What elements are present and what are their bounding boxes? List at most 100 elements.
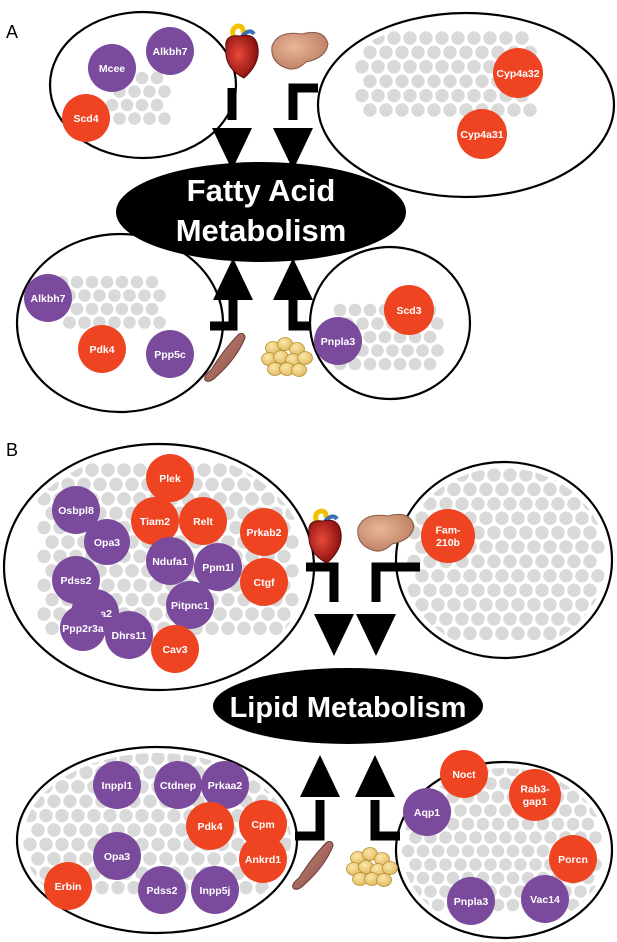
- gene-node: Cyp4a31: [457, 109, 507, 159]
- gene-label: Inppl1: [102, 780, 133, 792]
- adipose-icon: [346, 847, 398, 887]
- gene-node: Opa3: [84, 519, 130, 565]
- gene-node: Cav3: [151, 625, 199, 673]
- center-node: Lipid Metabolism: [213, 668, 483, 744]
- gene-node: Relt: [179, 497, 227, 545]
- gene-node: Ctdnep: [154, 761, 202, 809]
- gene-label: Pitpnc1: [171, 600, 209, 612]
- gene-label: Ankrd1: [245, 854, 281, 866]
- gene-node: Pnpla3: [447, 877, 495, 925]
- gene-label: Erbin: [55, 881, 82, 893]
- gene-label: Pdk4: [197, 821, 222, 833]
- gene-node: Alkbh7: [24, 274, 72, 322]
- arrowhead: [273, 128, 313, 170]
- gene-label: Alkbh7: [30, 293, 65, 305]
- gene-label: Tiam2: [140, 516, 170, 528]
- gene-node: Rab3-gap1: [509, 769, 561, 821]
- gene-node: Ppm1l: [194, 543, 242, 591]
- gene-node: Tiam2: [131, 497, 179, 545]
- gene-node: Plek: [146, 454, 194, 502]
- gene-label: Scd3: [396, 305, 421, 317]
- muscle-icon: [292, 841, 334, 890]
- arrowhead: [314, 614, 354, 656]
- adipose-icon: [261, 337, 313, 377]
- gene-label: Pnpla3: [454, 896, 489, 908]
- gene-node: Pdk4: [78, 325, 126, 373]
- gene-label: Vac14: [530, 894, 560, 906]
- gene-node: Ndufa1: [146, 537, 194, 585]
- gene-label: Ctgf: [254, 577, 275, 589]
- gene-label: Ppp5c: [154, 349, 186, 361]
- muscle-icon: [204, 333, 246, 382]
- gene-node: Dhrs11: [105, 611, 153, 659]
- gene-label: Pdss2: [147, 885, 178, 897]
- gene-label: Ppm1l: [202, 562, 234, 574]
- gene-label: Ctdnep: [160, 780, 196, 792]
- gene-label: Plek: [159, 473, 181, 485]
- gene-label: Opa3: [94, 537, 120, 549]
- heart-icon: [225, 23, 259, 79]
- gene-node: Opa3: [93, 832, 141, 880]
- gene-node: Prkab2: [240, 508, 288, 556]
- gene-node: Prkaa2: [201, 761, 249, 809]
- gene-label: Aqp1: [414, 807, 440, 819]
- liver-icon: [271, 31, 329, 70]
- gene-label: Relt: [193, 516, 213, 528]
- gene-label: gap1: [523, 796, 548, 808]
- arrowhead: [213, 258, 253, 300]
- gene-node: Inppl1: [93, 761, 141, 809]
- gene-label: Mcee: [99, 63, 125, 75]
- gene-label: Prkab2: [246, 527, 281, 539]
- gene-label: Cyp4a32: [496, 68, 539, 80]
- gene-node: Ppp2r3a: [60, 605, 106, 651]
- gene-node: Cyp4a32: [493, 48, 543, 98]
- heart-icon: [308, 508, 342, 564]
- center-label: Fatty Acid: [187, 173, 336, 208]
- gene-node: Pdk4: [186, 802, 234, 850]
- liver-icon: [357, 513, 415, 552]
- gene-node: Scd4: [62, 94, 110, 142]
- gene-label: Pdk4: [89, 344, 114, 356]
- gene-label: Osbpl8: [58, 505, 94, 517]
- gene-label: Pdss2: [61, 575, 92, 587]
- connector-arrows: [295, 562, 420, 841]
- gene-label: Noct: [452, 769, 476, 781]
- center-label: Lipid Metabolism: [230, 692, 467, 724]
- gene-node: Osbpl8: [52, 486, 100, 534]
- gene-node: Vac14: [521, 875, 569, 923]
- gene-label: Inpp5j: [200, 885, 231, 897]
- gene-label: Rab3-: [520, 784, 550, 796]
- gene-label: Porcn: [558, 854, 588, 866]
- gene-node: Aqp1: [403, 788, 451, 836]
- gene-node: Pdss2: [138, 866, 186, 914]
- arrowhead: [273, 258, 313, 300]
- gene-node: Fam-210b: [421, 509, 475, 563]
- arrowhead: [355, 755, 395, 797]
- gene-node: Mcee: [88, 44, 136, 92]
- arrowhead: [356, 614, 396, 656]
- gene-label: Dhrs11: [111, 630, 146, 642]
- connector-arrows: [210, 83, 318, 331]
- gene-label: Cyp4a31: [460, 129, 503, 141]
- gene-node: Noct: [440, 750, 488, 798]
- center-label: Metabolism: [176, 213, 347, 248]
- gene-node: Porcn: [549, 835, 597, 883]
- gene-label: Alkbh7: [152, 46, 187, 58]
- gene-label: Cpm: [251, 819, 274, 831]
- panel-label-b: B: [6, 440, 19, 460]
- gene-label: Prkaa2: [208, 780, 243, 792]
- gene-label: Ppp2r3a: [62, 623, 104, 635]
- gene-node: Ankrd1: [239, 835, 287, 883]
- gene-node: Pitpnc1: [166, 581, 214, 629]
- gene-label: 210b: [436, 537, 460, 549]
- gene-node: Ctgf: [240, 558, 288, 606]
- gene-label: Ndufa1: [152, 556, 188, 568]
- gene-node: Cpm: [239, 800, 287, 848]
- gene-label: Pnpla3: [321, 336, 356, 348]
- gene-label: Cav3: [162, 644, 187, 656]
- gene-label: Fam-: [435, 525, 461, 537]
